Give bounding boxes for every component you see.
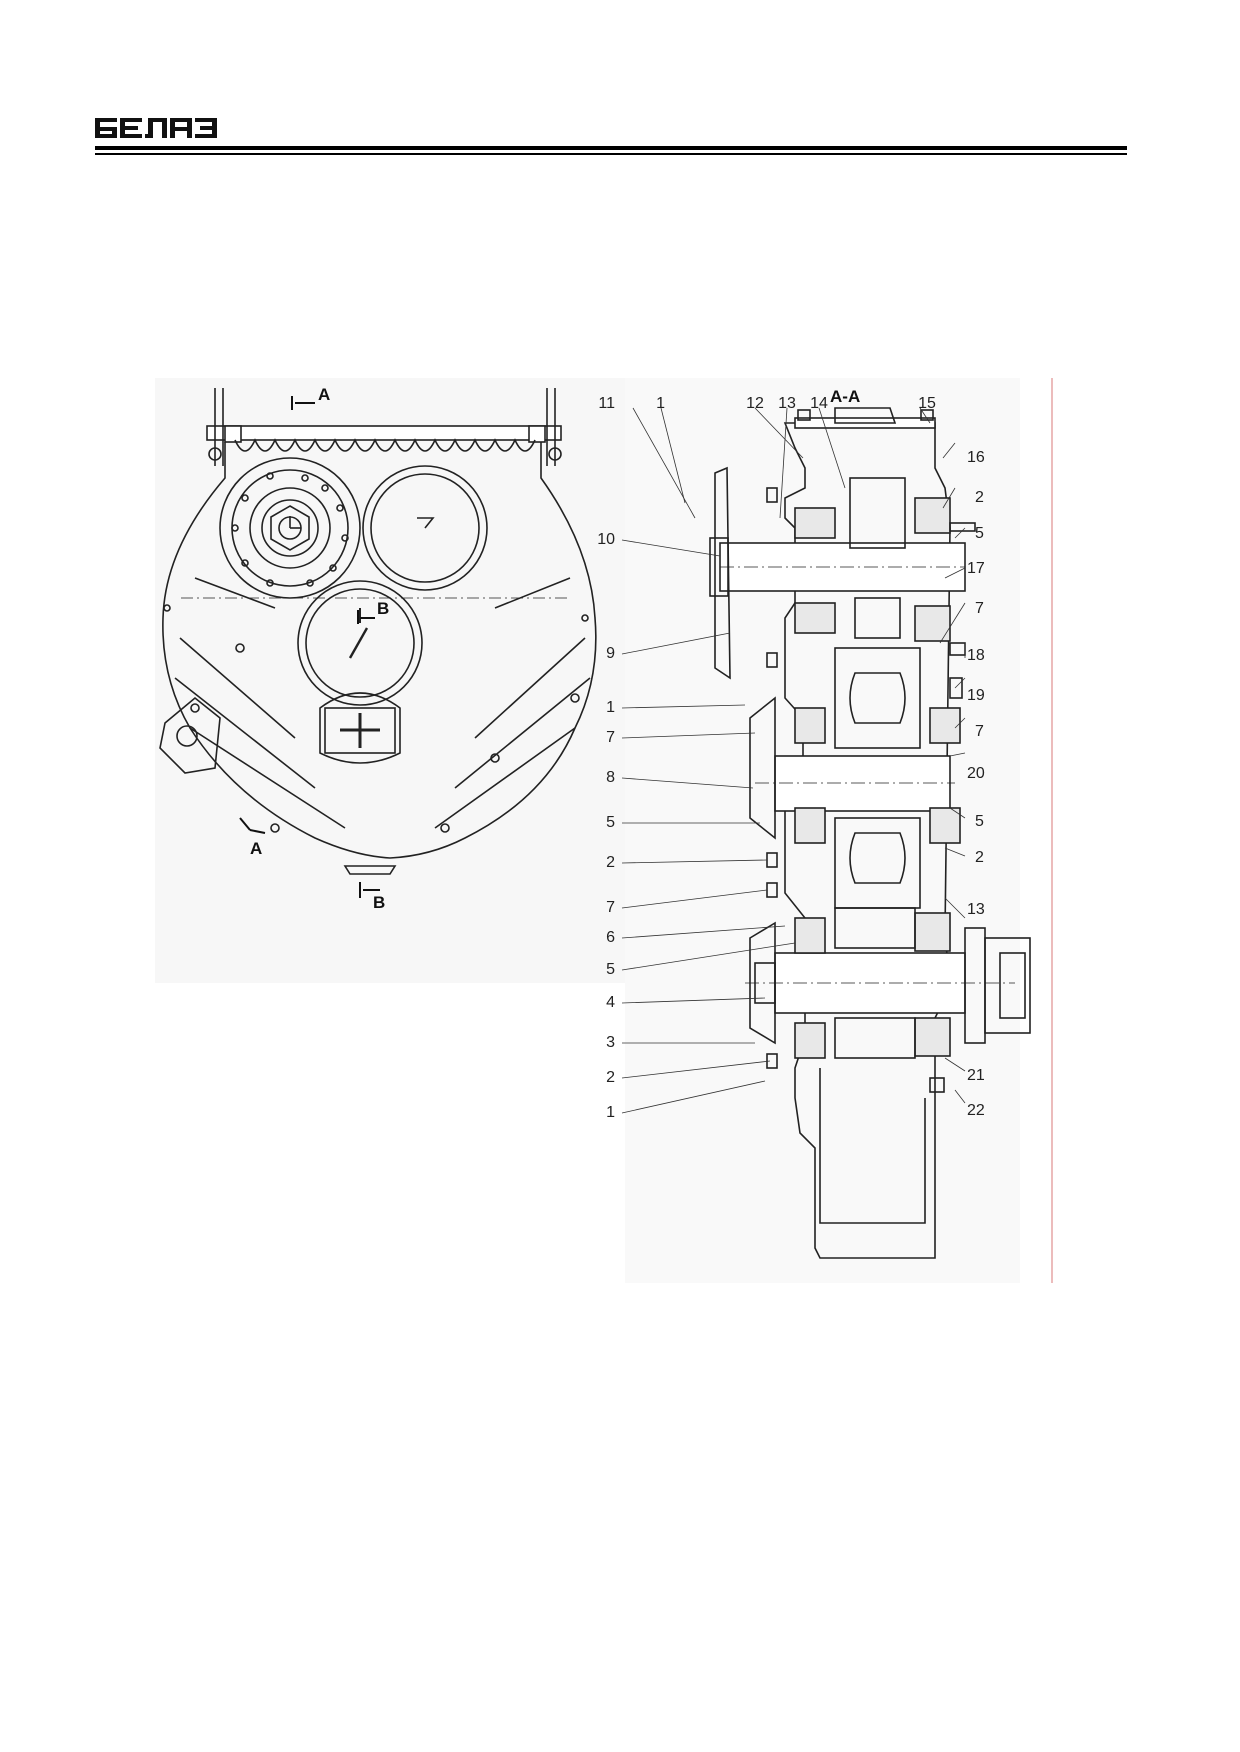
callouts-top: 12 13 14 15	[746, 395, 936, 412]
callout: 20	[967, 765, 985, 782]
callout: 5	[975, 525, 984, 542]
callout: 2	[606, 854, 615, 871]
leader-lines	[621, 407, 966, 1114]
callout: 5	[606, 814, 615, 831]
logo-glyph	[95, 118, 117, 138]
callout: 14	[810, 395, 828, 412]
callout: 21	[967, 1067, 985, 1084]
callout: 12	[746, 395, 764, 412]
callout: 19	[967, 687, 985, 704]
section-label-b-mid: B	[377, 599, 389, 618]
section-label-a-top: A	[318, 385, 330, 404]
callout: 16	[967, 449, 985, 466]
callout: 5	[606, 961, 615, 978]
callouts-left: 11 1 10 9 1 7 8 5 2 7 6 5 4 3 2 1	[597, 395, 665, 1121]
callout: 1	[606, 1104, 615, 1121]
logo-glyph	[170, 118, 192, 138]
logo-glyph	[195, 118, 217, 138]
header-rule-thick	[95, 146, 1127, 150]
logo-glyph	[120, 118, 142, 138]
callout: 13	[967, 901, 985, 918]
callout: 2	[975, 849, 984, 866]
belaz-logo	[95, 118, 217, 140]
section-label-b-bottom: B	[373, 893, 385, 912]
drawing-svg: A B A B A-A	[155, 378, 1053, 1283]
callout: 4	[606, 994, 615, 1011]
callout: 8	[606, 769, 615, 786]
callout: 7	[606, 899, 615, 916]
callout: 2	[975, 489, 984, 506]
callout: 7	[975, 723, 984, 740]
section-view	[709, 407, 1031, 1259]
callout: 1	[656, 395, 665, 412]
callout: 13	[778, 395, 796, 412]
callout: 15	[918, 395, 936, 412]
header-rule-thin	[95, 153, 1127, 155]
callout: 18	[967, 647, 985, 664]
callouts-right: 16 2 5 17 7 18 19 7 20 5 2 13 21 22	[967, 449, 985, 1119]
callout: 7	[975, 600, 984, 617]
section-marks	[239, 396, 380, 898]
callout: 7	[606, 729, 615, 746]
callout: 5	[975, 813, 984, 830]
callout: 6	[606, 929, 615, 946]
logo-glyph	[145, 118, 167, 138]
front-view	[159, 388, 597, 875]
callout: 10	[597, 531, 615, 548]
callout: 2	[606, 1069, 615, 1086]
callout: 17	[967, 560, 985, 577]
callout: 3	[606, 1034, 615, 1051]
callout: 11	[598, 395, 615, 412]
callout: 22	[967, 1102, 985, 1119]
callout: 9	[606, 645, 615, 662]
section-title: A-A	[830, 387, 860, 406]
section-label-a-bottom: A	[250, 839, 262, 858]
transmission-drawing: A B A B A-A	[155, 378, 1055, 1283]
callout: 1	[606, 699, 615, 716]
